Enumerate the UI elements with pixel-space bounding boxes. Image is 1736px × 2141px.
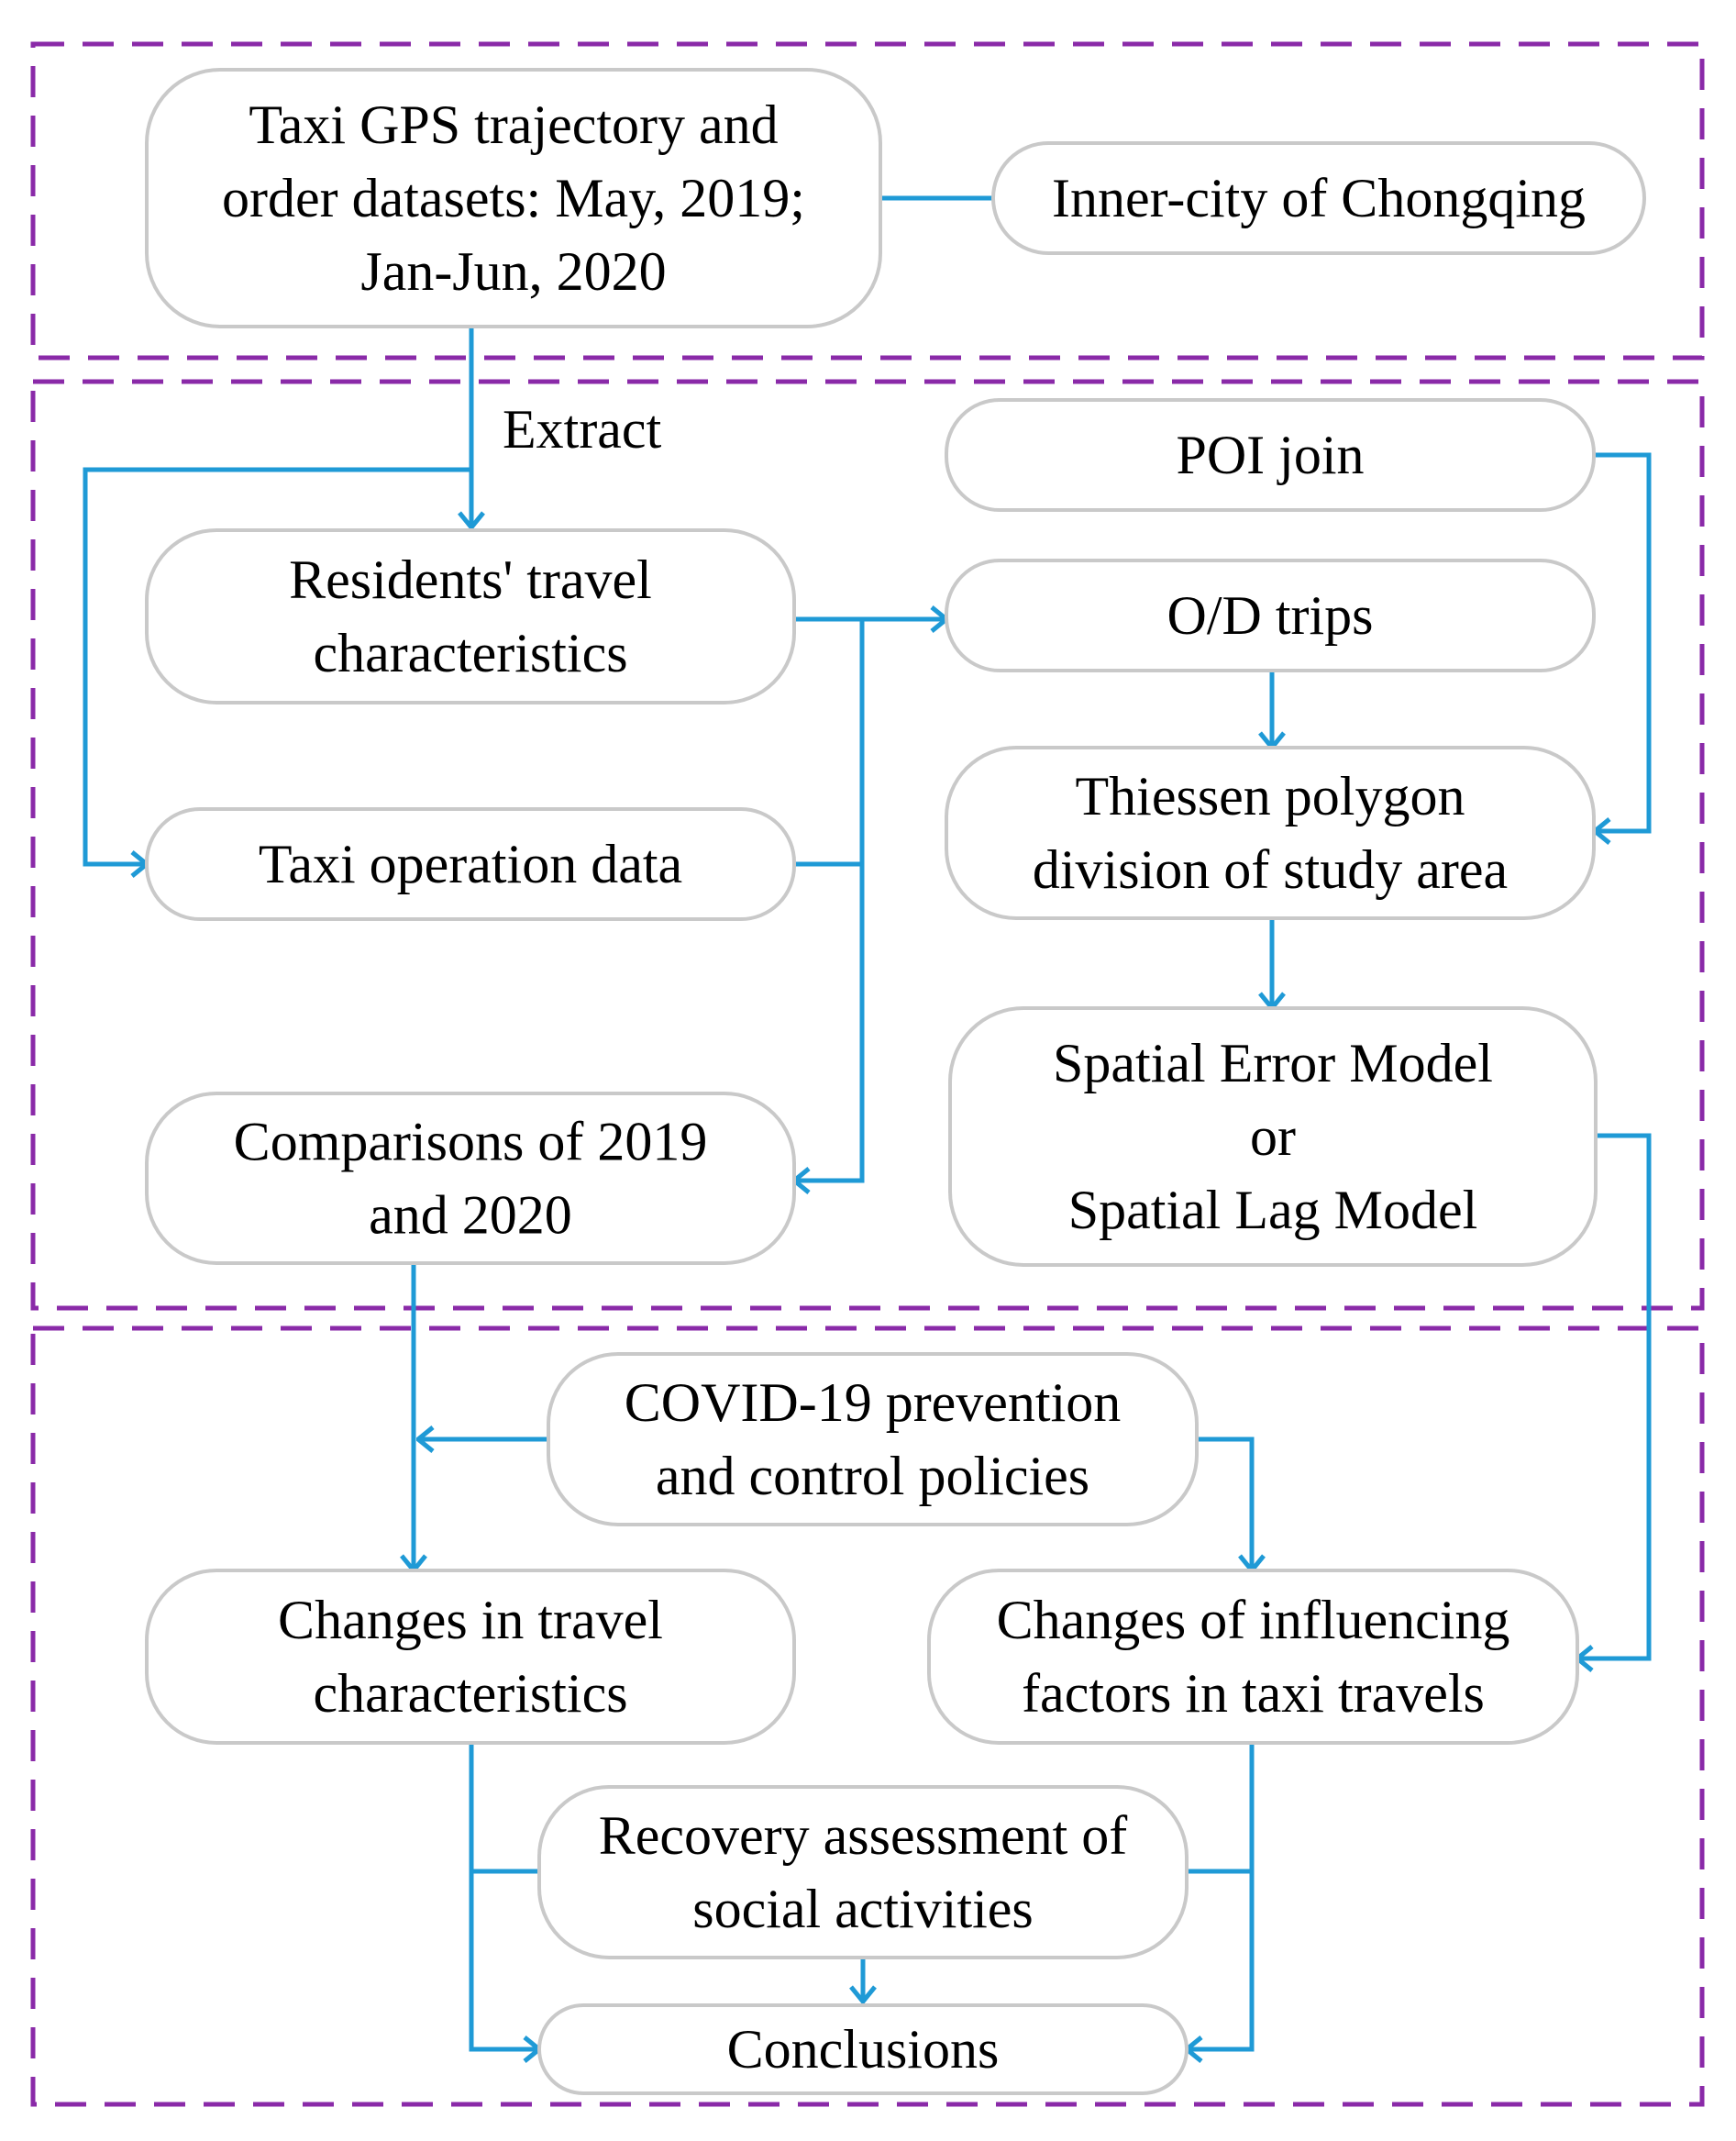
node-text-line: characteristics [313,623,627,683]
node-box [145,68,882,328]
node-covid-policies: COVID-19 prevention and control policies [547,1352,1199,1526]
node-poi-join: POI join [945,398,1596,512]
node-text-line: division of study area [1033,839,1508,900]
node-box [145,528,796,704]
node-text-line: Comparisons of 2019 [234,1112,708,1172]
node-text-line: social activities [692,1879,1034,1939]
node-inner-city: Inner-city of Chongqing [991,141,1646,255]
node-text-line: or [1250,1106,1296,1167]
connectors [83,195,1652,2049]
node-text-line: Spatial Lag Model [1068,1180,1478,1240]
node-text-line: Taxi GPS trajectory and [249,94,778,155]
node-conclusions: Conclusions [537,2003,1189,2095]
node-box [547,1352,1199,1526]
node-box [537,2003,1189,2095]
node-box [927,1569,1579,1745]
panel-analysis [30,379,1705,1311]
node-changes-factors: Changes of influencing factors in taxi tr… [927,1569,1579,1745]
arrow-model-factors [1577,1133,1652,1658]
label-extract: Extract [503,399,662,460]
node-text-line: and control policies [656,1446,1089,1506]
node-text-line: Jan-Jun, 2020 [360,241,666,302]
node-box [945,746,1596,920]
node-text-line: and 2020 [369,1185,572,1246]
node-text-line: Changes in travel [278,1590,663,1650]
arrow-factors-conclusions [1187,1743,1255,2049]
node-text-line: Changes of influencing [997,1590,1510,1650]
node-comparisons: Comparisons of 2019 and 2020 [145,1092,796,1265]
node-text-line: COVID-19 prevention [625,1372,1122,1433]
node-thiessen: Thiessen polygon division of study area [945,746,1596,920]
node-recovery-assessment: Recovery assessment of social activities [537,1785,1189,1959]
node-box [537,1785,1189,1959]
node-text-line: order datasets: May, 2019; [222,168,805,228]
node-text-line: Inner-city of Chongqing [1052,168,1586,228]
node-od-trips: O/D trips [945,559,1596,672]
node-box [145,807,796,921]
node-changes-travel: Changes in travel characteristics [145,1569,796,1745]
node-box [991,141,1646,255]
node-taxi-operation: Taxi operation data [145,807,796,921]
node-text-line: Thiessen polygon [1076,766,1465,826]
node-text-line: Residents' travel [289,549,652,610]
node-text-line: POI join [1176,425,1364,485]
node-text-line: Conclusions [727,2019,1000,2080]
node-datasets: Taxi GPS trajectory and order datasets: M… [145,68,882,328]
arrow-covid-factors [1197,1437,1252,1570]
panel-results [30,1326,1705,2107]
arrow-poi-thiessen [1594,452,1652,831]
node-box [145,1092,796,1265]
arrow-changes-conclusions [469,1743,539,2049]
node-text-line: Recovery assessment of [599,1805,1128,1866]
node-text-line: factors in taxi travels [1022,1663,1485,1724]
node-residents-travel: Residents' travel characteristics [145,528,796,704]
node-text-line: Spatial Error Model [1053,1033,1493,1093]
node-text-line: characteristics [313,1663,627,1724]
node-box [945,398,1596,512]
node-text-line: Taxi operation data [259,834,682,894]
line-merge-vertical [794,619,865,1181]
node-box [948,1006,1598,1267]
arrow-extract-taxi-operation [83,467,471,864]
node-box [145,1569,796,1745]
node-box [945,559,1596,672]
node-text-line: O/D trips [1167,585,1374,646]
